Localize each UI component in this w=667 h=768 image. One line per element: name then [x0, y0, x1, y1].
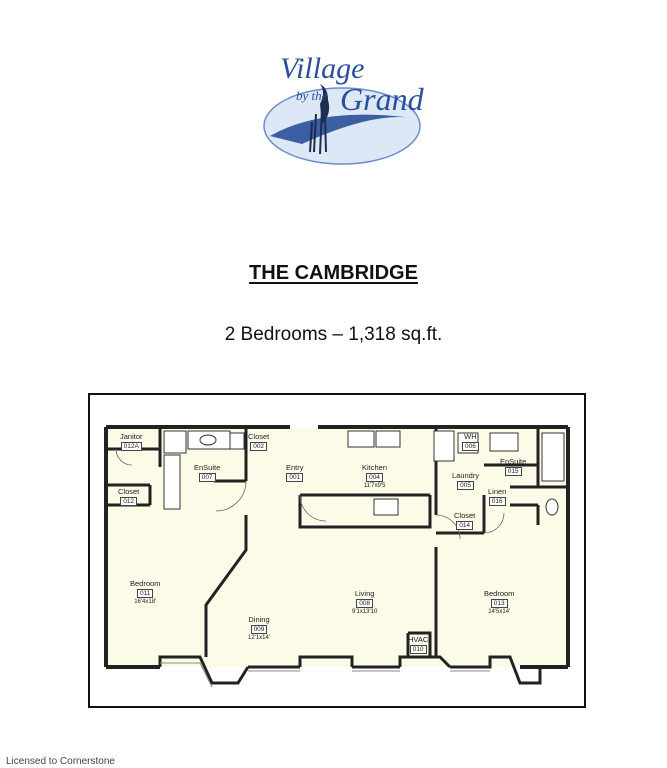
village-logo: Village by the Grand [262, 44, 432, 169]
logo-water [270, 114, 412, 144]
room-janitor-name: Janitor [120, 432, 143, 441]
room-kitchen-dim: 11'7x9'5 [363, 483, 386, 489]
room-bedroom-013-dim: 14'5x14' [488, 609, 511, 615]
room-hvac-code: 010 [409, 645, 427, 654]
room-living-dim: 9'1x13'10 [352, 609, 378, 615]
room-dining-name: Dining [248, 615, 270, 624]
room-linen-code: 016 [488, 497, 506, 506]
sink [199, 434, 217, 446]
room-ensuite-015-name: EnSuite [500, 457, 527, 466]
room-wh-code: 006 [462, 442, 479, 451]
exterior-walls [104, 425, 570, 669]
counter [375, 430, 401, 448]
plan-subtitle: 2 Bedrooms – 1,318 sq.ft. [224, 324, 443, 345]
room-kitchen-name: Kitchen [362, 463, 388, 472]
logo-heron [320, 84, 330, 124]
ensuite-shower [541, 432, 565, 482]
room-closet-002-code: 002 [250, 442, 268, 451]
license-footer: Licensed to Cornerstone [6, 756, 115, 767]
room-bedroom-013-code: 013 [490, 599, 508, 608]
logo-graphic: Village by the Grand [263, 52, 425, 165]
room-ensuite-015-code: 015 [504, 467, 522, 476]
logo-text-grand: Grand [340, 81, 425, 117]
window-lines [160, 662, 490, 688]
room-linen-name: Linen [488, 487, 507, 496]
room-closet-012-code: 012 [120, 497, 138, 506]
stove [347, 430, 375, 448]
logo-text-village: Village [280, 52, 364, 85]
room-living-name: Living [354, 589, 375, 598]
plan-title-text: THE CAMBRIDGE [249, 262, 418, 284]
room-janitor-code: 012A [120, 442, 142, 451]
floor-plan [104, 425, 570, 688]
door-swings [115, 448, 505, 540]
ensuite-sink [545, 498, 559, 516]
room-ensuite-007-name: EnSuite [194, 463, 221, 472]
fridge [433, 430, 455, 462]
plan-floor [106, 427, 568, 667]
room-dining-dim: 12'1x14' [248, 635, 270, 641]
room-closet-002-name: Closet [248, 432, 270, 441]
room-wh-name: WH [464, 432, 477, 441]
room-entry-code: 001 [286, 473, 304, 482]
room-laundry-code: 005 [457, 481, 474, 490]
room-ensuite-007-code: 007 [198, 473, 216, 482]
ensuite-vanity [489, 432, 519, 452]
room-living-code: 008 [356, 599, 374, 608]
plan-title: THE CAMBRIDGE [0, 262, 667, 285]
room-hvac-name: HVAC [408, 635, 429, 644]
kitchen-sink [373, 498, 399, 516]
room-bedroom-011-code: 011 [137, 589, 154, 598]
room-closet-014-name: Closet [454, 511, 476, 520]
room-closet-014-code: 014 [456, 521, 474, 530]
room-kitchen-code: 004 [366, 473, 383, 482]
room-laundry-name: Laundry [452, 471, 480, 480]
logo-reeds [309, 107, 327, 155]
room-bedroom-011-name: Bedroom [130, 579, 161, 588]
room-bedroom-013-name: Bedroom [484, 589, 515, 598]
room-dining-code: 009 [250, 625, 268, 634]
room-closet-012-name: Closet [118, 487, 140, 496]
bay-windows [158, 655, 542, 685]
logo-text-bythe: by the [296, 88, 328, 103]
room-entry-name: Entry [286, 463, 304, 472]
room-bedroom-011-dim: 16'4x18' [134, 599, 157, 605]
shower-stall [163, 430, 187, 454]
toilet [229, 432, 245, 450]
bathtub [163, 454, 181, 510]
